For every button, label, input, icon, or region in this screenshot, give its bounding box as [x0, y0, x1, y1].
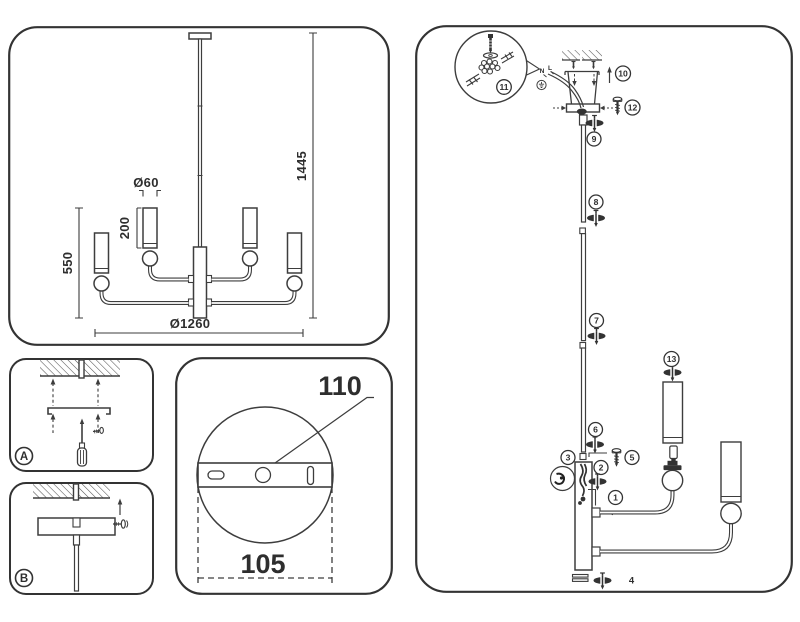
callout-4-label: 4 — [629, 576, 635, 587]
supply-wires — [547, 70, 587, 118]
rod-segment-3 — [580, 347, 587, 453]
ceiling-hatch — [562, 50, 602, 61]
slot-vertical — [306, 465, 315, 486]
rod-segment-1 — [580, 124, 587, 223]
ceiling-screws — [571, 60, 596, 70]
dimension-lines — [75, 32, 317, 337]
callout-7: 7 — [588, 312, 605, 329]
terminal-screw-icon — [482, 34, 499, 59]
ceiling-hatch — [33, 484, 110, 498]
twisted-wires — [465, 51, 515, 87]
callout-13: 13 — [663, 350, 680, 368]
step-a-badge: A — [14, 446, 34, 466]
arm-socket-lower — [591, 546, 601, 557]
svg-text:12: 12 — [628, 103, 638, 113]
callout-3: 3 — [560, 449, 576, 466]
screw-icon — [113, 519, 129, 529]
dim-hole-spacing: 105 — [240, 549, 285, 579]
mounting-bracket — [47, 407, 111, 415]
ceiling-pipe — [78, 359, 85, 379]
rod-stack — [578, 114, 588, 461]
bottom-cap — [571, 573, 589, 582]
body-wires — [578, 463, 588, 505]
callout-5: 5 — [624, 449, 640, 466]
callout-12: 12 — [624, 99, 641, 116]
svg-text:1: 1 — [613, 493, 618, 503]
dim-shade-height: 200 — [117, 217, 132, 240]
arms — [99, 265, 297, 305]
panel-border — [415, 25, 793, 593]
callout-2: 2 — [593, 459, 609, 476]
canopy-assembly — [37, 517, 116, 592]
arm-socket-upper — [591, 507, 601, 518]
central-body — [192, 246, 208, 319]
wire-splice-detail-bubble: 11 — [454, 30, 541, 104]
panel-chandelier-dimensions: Ø60 200 550 1445 Ø1260 — [8, 26, 390, 346]
svg-text:5: 5 — [630, 453, 635, 463]
ground-symbol-icon — [536, 79, 547, 91]
callout-10: 10 — [614, 65, 632, 82]
step-a-label: A — [20, 451, 28, 463]
slot-horizontal — [207, 470, 225, 480]
svg-text:10: 10 — [618, 69, 628, 79]
svg-text:9: 9 — [592, 134, 597, 144]
lift-arrow — [117, 498, 123, 515]
shades — [93, 207, 303, 292]
dim-shade-diameter: Ø60 — [133, 175, 158, 190]
lamp-socket — [663, 465, 682, 471]
wire-neutral-label: N — [540, 68, 545, 75]
extension-lines — [197, 487, 333, 583]
bulb — [669, 445, 678, 460]
lift-arrow — [607, 66, 612, 83]
panel-border — [9, 482, 154, 595]
ball-joint — [661, 469, 684, 492]
stem-rod — [73, 544, 80, 592]
ceiling-pipe — [72, 483, 80, 501]
svg-text:3: 3 — [566, 453, 571, 463]
callout-1: 1 — [607, 489, 624, 506]
chandelier-drawing — [93, 32, 303, 319]
wire-live-label: L — [548, 65, 552, 72]
callout-8: 8 — [588, 194, 604, 210]
stem-rod — [197, 38, 203, 248]
dim-canopy-diameter: 110 — [318, 371, 362, 401]
panel-assembly: N L — [415, 25, 793, 593]
ball-joint — [720, 502, 742, 525]
svg-text:7: 7 — [594, 316, 599, 326]
panel-border — [9, 358, 154, 472]
callout-6: 6 — [587, 421, 604, 438]
push-up-arrows — [50, 378, 101, 433]
assembled-arm — [600, 441, 742, 554]
callout-9: 9 — [586, 131, 602, 147]
panel-mounting-plate: 110 105 — [175, 357, 393, 595]
dimension-labels: Ø60 200 550 1445 Ø1260 — [60, 151, 309, 331]
panel-step-b: B — [9, 482, 154, 595]
screwdriver-icon — [76, 418, 88, 467]
dim-fixture-diameter: Ø1260 — [170, 316, 211, 331]
svg-text:2: 2 — [599, 463, 604, 473]
rod-segment-2 — [580, 233, 587, 342]
exploded-arm — [600, 381, 684, 515]
shade-cylinder — [720, 441, 742, 503]
svg-text:6: 6 — [593, 425, 598, 435]
svg-text:13: 13 — [667, 354, 677, 364]
screw-icon — [92, 426, 104, 434]
wire-strands — [478, 58, 501, 75]
callout-11: 11 — [496, 79, 512, 95]
shade-cylinder — [662, 381, 684, 444]
svg-text:8: 8 — [594, 197, 599, 207]
mounting-bar — [197, 462, 333, 488]
svg-text:11: 11 — [499, 82, 508, 92]
step-b-label: B — [20, 573, 28, 585]
dim-overall-height: 1445 — [294, 151, 309, 181]
panel-step-a: A — [9, 358, 154, 472]
leader-line — [267, 396, 374, 469]
wire-hook-detail-bubble — [549, 465, 576, 492]
center-hole — [254, 466, 272, 484]
ceiling-plate — [188, 32, 212, 40]
step-b-badge: B — [14, 568, 34, 588]
dim-arm-drop: 550 — [60, 252, 75, 275]
